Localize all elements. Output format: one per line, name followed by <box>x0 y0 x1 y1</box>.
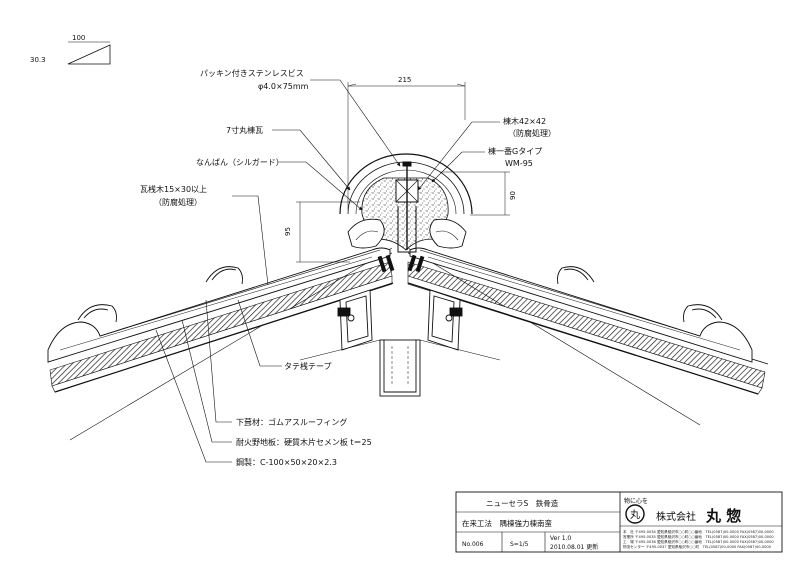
label-steel: 鋼製：C-100×50×20×2.3 <box>236 457 337 467</box>
tb-address-4: 物流センター 〒495-0037 愛知県稲沢市○○町 TEL(0587)00-0… <box>623 544 772 549</box>
right-roof-tiles <box>409 247 753 363</box>
label-ridge-wood-note: （防腐処理） <box>508 128 556 138</box>
tb-scale: S=1/5 <box>510 541 529 548</box>
label-ridge-type: 棟一番Gタイプ <box>488 146 542 156</box>
tb-company-prefix: 株式会社 <box>656 510 696 523</box>
label-batten-note: （防腐処理） <box>154 197 202 207</box>
label-nanban: なんばん（シルガード） <box>196 157 284 167</box>
label-tape: タテ桟テープ <box>284 361 332 371</box>
label-board: 耐火野地板：硬質木片セメン板 t＝25 <box>236 437 372 447</box>
tb-number: No.006 <box>462 541 484 548</box>
tb-logo-text: 物に心を <box>624 497 648 505</box>
slope-indicator: 100 30.3 <box>30 34 111 65</box>
tile-battens <box>377 254 425 273</box>
leader-lines <box>155 79 500 463</box>
tb-address-1: 本 社 〒495-0034 愛知県稲沢市○○町○○番地 TEL(0587)00-… <box>623 529 774 534</box>
tb-version: Ver 1.0 <box>550 535 571 542</box>
dim-90: 90 <box>509 191 517 200</box>
tb-address-2: 営業所 〒495-0035 愛知県稲沢市○○町○○番地 TEL(0587)00-… <box>623 534 774 539</box>
title-block <box>455 491 783 553</box>
label-ridge-tile: 7寸丸棟瓦 <box>226 125 263 135</box>
dim-215: 215 <box>398 76 411 84</box>
left-roof-tiles <box>47 247 391 363</box>
label-screw-size: φ4.0×75mm <box>258 82 309 91</box>
company-logo-mark: 丸 <box>630 508 640 521</box>
label-underlay: 下葺材：ゴムアスルーフィング <box>236 417 347 427</box>
dim-95: 95 <box>284 227 292 236</box>
label-batten: 瓦桟木15×30以上 <box>140 184 207 194</box>
slope-rise: 30.3 <box>30 56 46 64</box>
slope-run: 100 <box>72 34 85 42</box>
label-ridge-model: WM-95 <box>505 159 533 168</box>
label-ridge-wood: 棟木42×42 <box>503 116 546 126</box>
tb-date: 2010.08.01 更新 <box>550 543 598 551</box>
tb-address-3: 工 場 〒495-0036 愛知県稲沢市○○町○○番地 TEL(0587)00-… <box>623 539 774 544</box>
tb-method: 在来工法 隅棟強力棟南蛮 <box>462 518 552 528</box>
ridge-assembly <box>339 153 473 253</box>
label-screw: パッキン付きステンレスビス <box>200 68 304 78</box>
steel-brackets <box>299 289 501 397</box>
tb-product: ニューセラS 鉄骨造 <box>486 498 559 508</box>
tb-company-name: 丸 惣 <box>705 507 741 525</box>
roof-structure <box>47 247 769 441</box>
